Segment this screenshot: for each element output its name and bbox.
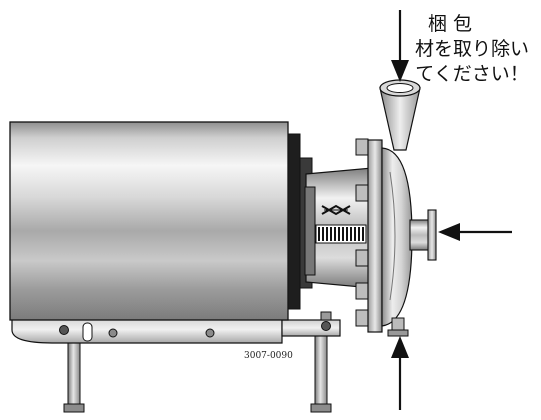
arrow-down-icon xyxy=(391,10,409,82)
motor xyxy=(9,121,313,321)
top-funnel xyxy=(379,79,421,151)
flange-bolts xyxy=(355,138,369,327)
outlet-port xyxy=(387,317,409,337)
inlet-port xyxy=(409,209,437,261)
pump-casing xyxy=(367,139,413,333)
base-plate xyxy=(11,311,341,344)
arrow-left-icon xyxy=(438,223,512,241)
notice-line-2: 材を取り除い xyxy=(414,38,529,60)
brand-logo xyxy=(321,204,351,216)
notice-line-1: 梱 包 xyxy=(427,13,473,35)
ventilation-slots xyxy=(315,224,367,244)
support-legs xyxy=(63,335,332,413)
notice-line-3: てください！ xyxy=(415,63,529,85)
figure-code: 3007-0090 xyxy=(244,351,293,361)
arrow-up-icon xyxy=(391,336,409,410)
